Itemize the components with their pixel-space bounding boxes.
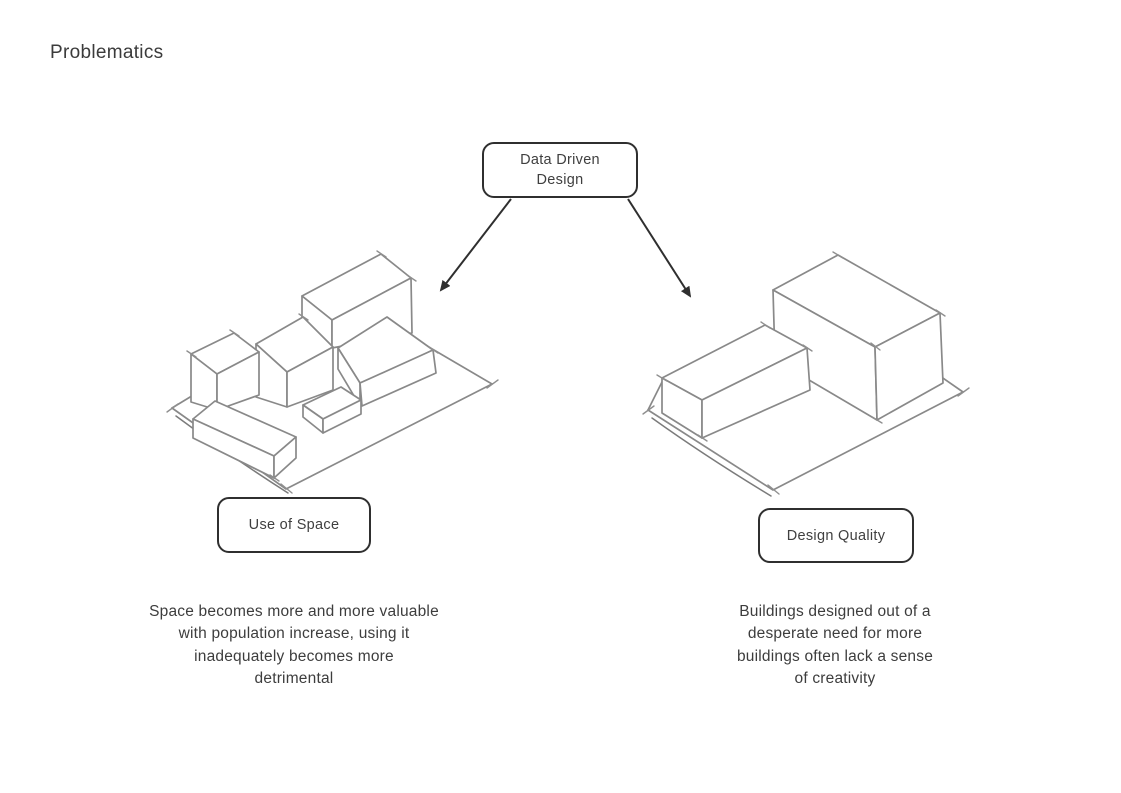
building-front-tiny bbox=[302, 386, 362, 434]
building-front-long bbox=[192, 400, 297, 482]
description-line: inadequately becomes more bbox=[194, 647, 394, 665]
arrow-to-design-quality[interactable] bbox=[627, 198, 692, 298]
building-left-small bbox=[186, 329, 260, 411]
description-line: Space becomes more and more valuable bbox=[149, 603, 439, 620]
node-label: Design Quality bbox=[786, 527, 886, 544]
description-line: Buildings designed out of a bbox=[739, 603, 931, 620]
page-title: Problematics bbox=[50, 42, 164, 63]
building-small-long bbox=[656, 321, 813, 442]
description-line: with population increase, using it bbox=[178, 625, 410, 643]
design-quality-description: Buildings designed out of a desperate ne… bbox=[655, 601, 1015, 691]
node-label: Use of Space bbox=[248, 517, 340, 533]
building-back-tall bbox=[301, 250, 417, 349]
design-quality-sketch[interactable] bbox=[640, 250, 970, 500]
arrow-to-use-of-space[interactable] bbox=[439, 198, 512, 292]
building-right-low bbox=[337, 316, 439, 407]
node-label-line: Design bbox=[536, 172, 584, 188]
node-use-of-space[interactable]: Use of Space bbox=[217, 497, 371, 553]
node-design-quality[interactable]: Design Quality bbox=[758, 508, 914, 563]
node-label-line: Data Driven bbox=[520, 152, 600, 168]
use-of-space-description: Space becomes more and more valuable wit… bbox=[114, 601, 474, 691]
building-large bbox=[772, 251, 946, 424]
description-line: desperate need for more bbox=[747, 625, 923, 643]
description-line: of creativity bbox=[794, 670, 876, 688]
building-center bbox=[255, 313, 334, 408]
use-of-space-sketch[interactable] bbox=[160, 240, 510, 500]
description-line: detrimental bbox=[254, 670, 334, 688]
description-line: buildings often lack a sense bbox=[736, 647, 934, 665]
node-data-driven-design[interactable]: Data Driven Design bbox=[482, 142, 638, 198]
